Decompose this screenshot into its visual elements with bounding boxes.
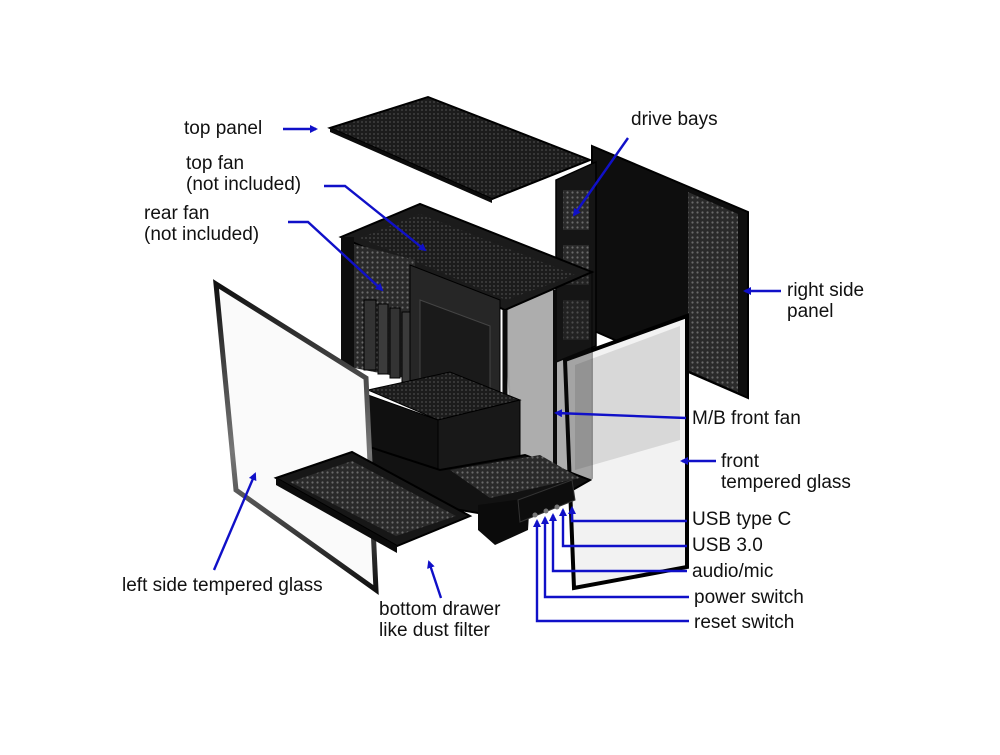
bottom-drawer-part xyxy=(273,450,473,553)
label-left-side-tempered-glass: left side tempered glass xyxy=(122,575,323,596)
label-power-switch: power switch xyxy=(694,587,804,608)
label-top-fan: top fan(not included) xyxy=(186,153,302,195)
label-mb-front-fan: M/B front fan xyxy=(692,408,801,429)
chassis xyxy=(338,202,595,545)
label-rear-fan: rear fan(not included) xyxy=(144,203,260,245)
label-reset-switch: reset switch xyxy=(694,612,795,633)
label-audio-mic: audio/mic xyxy=(692,561,774,582)
label-top-panel: top panel xyxy=(184,118,263,139)
label-drive-bays: drive bays xyxy=(631,109,718,130)
leader-lines xyxy=(212,125,781,623)
label-usb-type-c: USB type C xyxy=(692,509,792,530)
top-panel-part xyxy=(327,95,593,203)
label-usb-3: USB 3.0 xyxy=(692,535,763,556)
